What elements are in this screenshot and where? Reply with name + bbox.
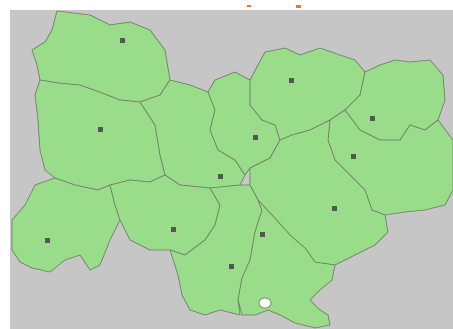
prefecture-marker[interactable] [98,127,103,132]
prefecture-marker[interactable] [45,238,50,243]
prefecture-marker[interactable] [171,227,176,232]
title-accent-mark [296,5,301,8]
region-map [10,10,453,329]
prefecture-marker[interactable] [260,232,265,237]
map-frame [10,10,453,329]
prefecture-marker[interactable] [253,135,258,140]
prefecture-marker[interactable] [370,116,375,121]
prefecture-marker[interactable] [218,174,223,179]
prefecture-marker[interactable] [351,154,356,159]
title-accent-mark [247,5,251,7]
prefecture-marker[interactable] [332,206,337,211]
prefecture-marker[interactable] [229,264,234,269]
title-fragment-glyph [247,5,301,8]
department-region[interactable] [11,177,121,273]
map-title-fragment [0,0,453,10]
prefecture-marker[interactable] [289,78,294,83]
prefecture-marker[interactable] [120,38,125,43]
lake-shape [258,297,272,309]
